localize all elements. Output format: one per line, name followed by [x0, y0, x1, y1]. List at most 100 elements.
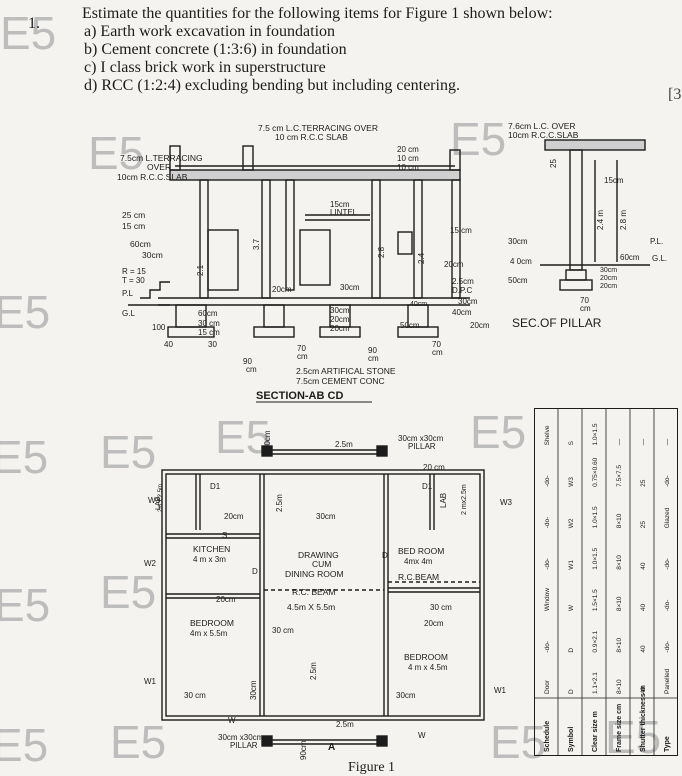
schedule-cell: 0.9×2.1 — [592, 630, 599, 652]
dim-40r: 40cm — [452, 308, 472, 317]
schedule-header: Frame size cm — [616, 704, 623, 752]
schedule-cell: 8×10 — [616, 638, 623, 653]
watermark: E5 — [490, 716, 547, 768]
left-note-2: OVER — [147, 162, 171, 172]
schedule-cell: Shelve — [544, 425, 551, 445]
bot-70a: 70 — [297, 344, 306, 353]
window-w3: W3 — [500, 498, 513, 507]
section-mark-a: A — [328, 742, 335, 753]
schedule-cell: W1 — [568, 560, 575, 570]
plan-dim-90b: 90cm — [299, 740, 308, 760]
bot-90b: 90 — [368, 346, 377, 355]
plan-dim-20cm: 20 cm — [423, 463, 445, 472]
rise: R = 15 — [122, 267, 146, 276]
schedule-cell: 25 — [640, 479, 647, 487]
plan-dim-30b: 30 cm — [272, 626, 294, 635]
schedule-cell: 1.1×2.1 — [592, 672, 599, 694]
plan-dim-30e: 30cm — [249, 680, 258, 700]
schedule-cell: Panelled — [664, 668, 671, 694]
dim-25r: 2.5cm — [452, 277, 474, 286]
schedule-cell: — — [640, 438, 647, 445]
watermark: E5 — [605, 711, 662, 763]
schedule-cell: 25 — [640, 521, 647, 529]
watermark: E5 — [100, 566, 157, 618]
foot-30b: 30 — [208, 340, 217, 349]
pillar-foot-20b: 20cm — [600, 283, 617, 290]
schedule-cell: 8×10 — [616, 679, 623, 694]
stone-note: 2.5cm ARTIFICAL STONE — [296, 366, 396, 376]
schedule-header: Clear size m — [592, 711, 599, 752]
question-stem: Estimate the quantities for the followin… — [82, 5, 553, 22]
pillar-note-2: 10cm R.C.C.SLAB — [508, 130, 579, 140]
schedule-cell: -do- — [664, 600, 671, 612]
lab-right: LAB — [439, 493, 448, 508]
schedule-cell: S — [568, 440, 575, 445]
beam-1: R.C. BEAM — [292, 587, 335, 597]
pillar-cm: cm — [580, 304, 591, 313]
dim-30n: 30cm — [330, 306, 350, 315]
schedule-cell: 8×10 — [616, 555, 623, 570]
watermark: E5 — [0, 719, 49, 771]
dim-20b: 20cm — [470, 321, 490, 330]
pillar-bottom-2: PILLAR — [230, 741, 258, 750]
question-text: Estimate the quantities for the followin… — [82, 5, 642, 95]
height-37: 3.7 — [252, 238, 261, 250]
watermark: E5 — [470, 406, 527, 458]
height-21: 2.1 — [196, 264, 205, 276]
watermark: E5 — [0, 286, 51, 338]
schedule-cell: Window — [544, 588, 551, 611]
kitchen: KITCHEN — [193, 544, 230, 554]
schedule-cell: — — [664, 438, 671, 445]
floor-plan: 90cm 2.5m 30cm x30cm PILLAR 20 cm LAB. 2… — [144, 430, 513, 760]
watermark: E5 — [88, 127, 145, 179]
bedroom-3: BEDROOM — [404, 652, 448, 662]
dim-30: 30cm — [142, 250, 163, 260]
foot-60: 60cm — [198, 309, 218, 318]
schedule-cell: -do- — [544, 641, 551, 653]
height-24: 2.4 — [417, 252, 426, 264]
pillar-dim-50: 50cm — [508, 276, 528, 285]
foot-40: 40 — [164, 340, 173, 349]
dim-20: 20 cm — [397, 145, 419, 154]
plan-dim-25m: 2.5m — [335, 440, 353, 449]
schedule-cell: 1.5×1.5 — [592, 589, 599, 611]
lintel-1: 15cm — [330, 200, 350, 209]
plan-dim-30a: 30cm — [316, 512, 336, 521]
pillar-dim-25: 25 — [549, 159, 558, 168]
door-d1: D1 — [210, 482, 221, 491]
pillar-dim-40: 4 0cm — [510, 257, 532, 266]
dim-10b: 10 cm — [397, 163, 419, 172]
schedule-cell: 8×10 — [616, 596, 623, 611]
pillar-foot-30: 30cm — [600, 267, 617, 274]
plan-dim-25b: 2.5m — [275, 494, 284, 512]
plan-dim-20c: 20cm — [424, 619, 444, 628]
dim-15: 15 cm — [122, 221, 145, 231]
pillar-top-1: 30cm x30cm — [398, 434, 444, 443]
pillar-dim-15: 15cm — [604, 176, 624, 185]
bedroom-1-size: 4mx 4m — [404, 557, 433, 566]
window-w: W — [418, 731, 426, 740]
bot-cm: cm — [368, 354, 379, 363]
dim-25: 25 cm — [122, 210, 145, 220]
dim-20o: 20cm — [330, 324, 350, 333]
schedule-cell: -do- — [544, 517, 551, 529]
schedule-cell: 1.0×1.5 — [592, 423, 599, 445]
schedule-cell: D — [568, 689, 575, 694]
question-item-b: b) Cement concrete (1:3:6) in foundation — [84, 41, 347, 58]
bedroom-2: BEDROOM — [190, 618, 234, 628]
left-note-1: 7.5cm L.TERRACING — [120, 153, 203, 163]
bot-70b: 70 — [432, 340, 441, 349]
schedule-cell: -do- — [664, 641, 671, 653]
lab-left: LAB. — [155, 495, 162, 510]
pillar-foot-70: 70 — [580, 296, 589, 305]
plan-dim-30d: 30 cm — [184, 691, 206, 700]
schedule-cell: 40 — [640, 645, 647, 653]
door-d: D — [382, 551, 388, 560]
lab-right-size: 2 mx2.5m — [461, 484, 468, 515]
plan-dim-30f: 30cm — [396, 691, 416, 700]
drawing-3: DINING ROOM — [285, 569, 344, 579]
question-item-d: d) RCC (1:2:4) excluding bending but inc… — [84, 77, 460, 94]
dim-15r: 15 cm — [450, 226, 472, 235]
schedule-cell: -do- — [664, 475, 671, 487]
window-w: W — [228, 716, 236, 725]
